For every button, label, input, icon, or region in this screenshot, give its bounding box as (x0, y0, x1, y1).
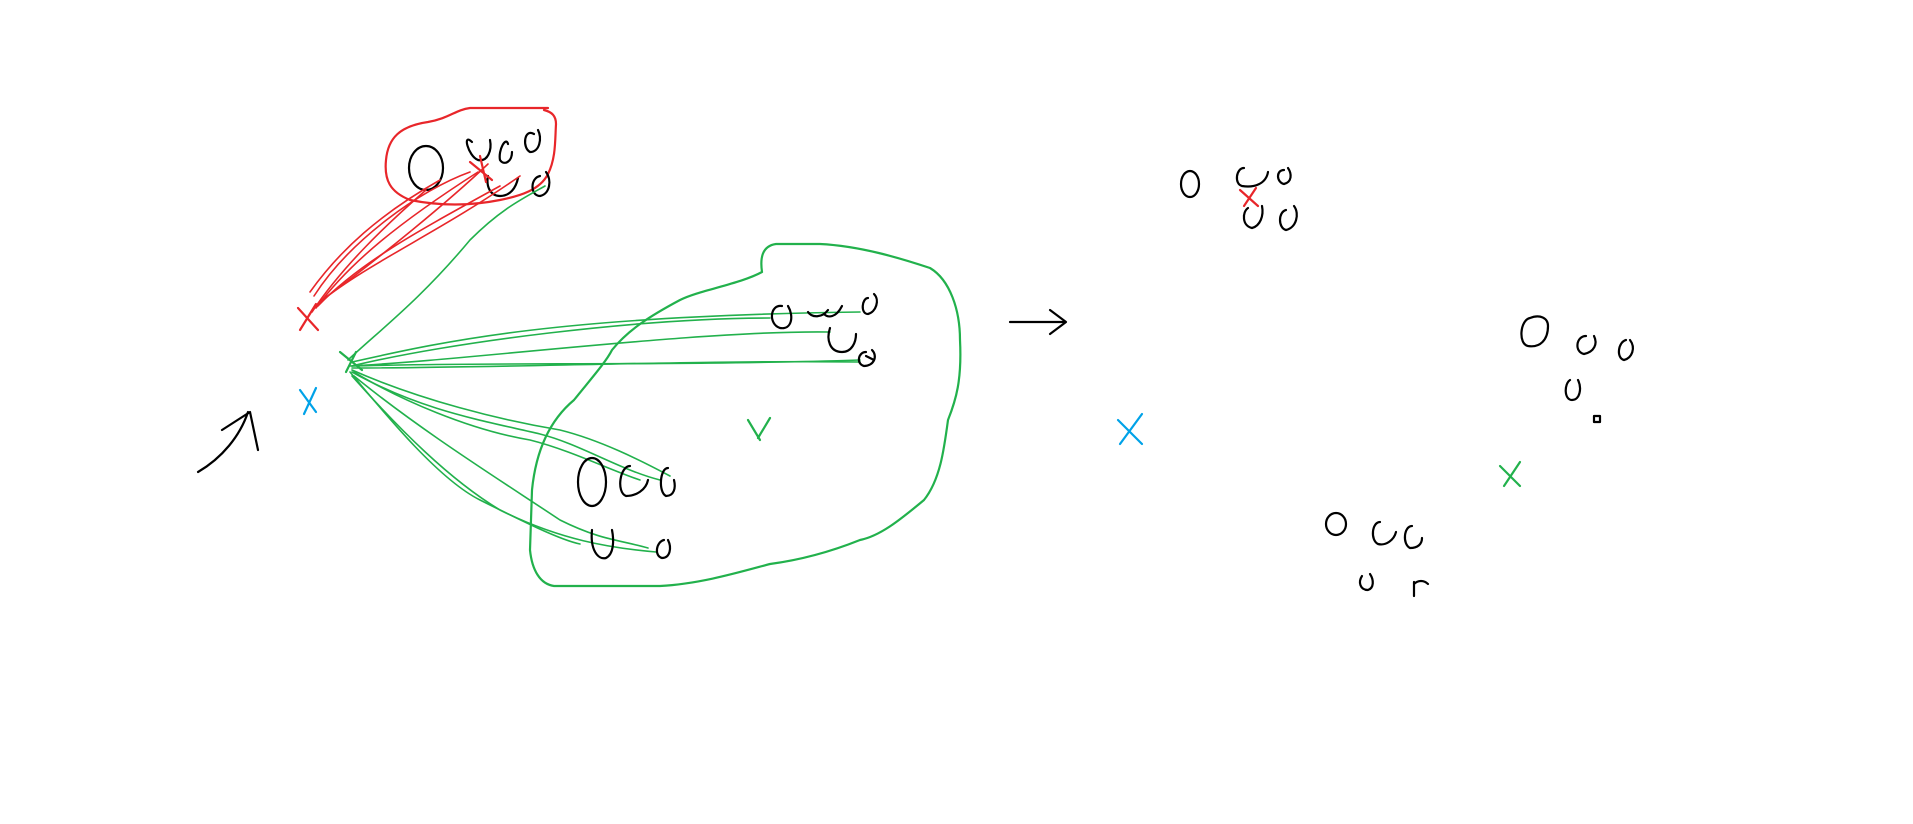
right-cluster-points (1520, 315, 1634, 424)
data-point (590, 528, 615, 560)
right-panel (1116, 166, 1634, 598)
upper-right-cluster-points (770, 292, 878, 368)
data-point (1371, 520, 1398, 546)
red-assignment-lines (309, 163, 521, 313)
data-point (1358, 572, 1374, 592)
data-point (770, 304, 793, 330)
data-point (1576, 334, 1597, 356)
data-point (486, 174, 520, 198)
data-point (827, 326, 858, 354)
data-point (576, 456, 608, 508)
data-point (1592, 414, 1602, 424)
green-cluster-boundary (528, 242, 962, 588)
data-point (822, 304, 844, 318)
outer-green-centroid-x (746, 416, 772, 442)
data-point (1403, 524, 1424, 550)
data-point (1278, 204, 1298, 232)
top-cluster-points (1179, 166, 1298, 232)
data-point (1520, 315, 1550, 348)
red-cluster-center-x (468, 154, 494, 184)
red-centroid-x (296, 302, 320, 332)
blue-centroid-x (298, 386, 318, 416)
data-point (1412, 579, 1430, 598)
data-point (857, 348, 876, 368)
data-point (1242, 204, 1264, 230)
curved-arrow-icon (196, 410, 260, 474)
data-point (465, 138, 492, 162)
data-point (531, 170, 551, 198)
transition-arrow-icon (1008, 308, 1068, 336)
data-point (1179, 169, 1201, 199)
data-point (619, 464, 650, 498)
right-green-centroid-x (1498, 460, 1522, 488)
data-point (655, 538, 672, 560)
data-point (806, 308, 830, 318)
lower-cluster-points (576, 456, 676, 560)
data-point (498, 140, 514, 164)
data-point (659, 466, 676, 498)
green-centroid-x (338, 350, 364, 374)
red-cluster-boundary (384, 106, 558, 206)
top-cluster-red-centroid-x (1238, 186, 1260, 208)
right-blue-centroid-x (1116, 412, 1144, 446)
data-point (1324, 511, 1348, 537)
data-point (407, 144, 445, 192)
data-point (1235, 166, 1270, 188)
green-assignment-lines-upper (347, 185, 861, 369)
data-point (1617, 338, 1634, 362)
data-point (524, 128, 541, 154)
data-point (861, 292, 878, 316)
bottom-cluster-points (1324, 511, 1430, 598)
left-panel (196, 106, 962, 588)
data-point (1564, 378, 1582, 402)
green-assignment-lines-lower (349, 369, 671, 553)
data-point (1276, 166, 1292, 186)
